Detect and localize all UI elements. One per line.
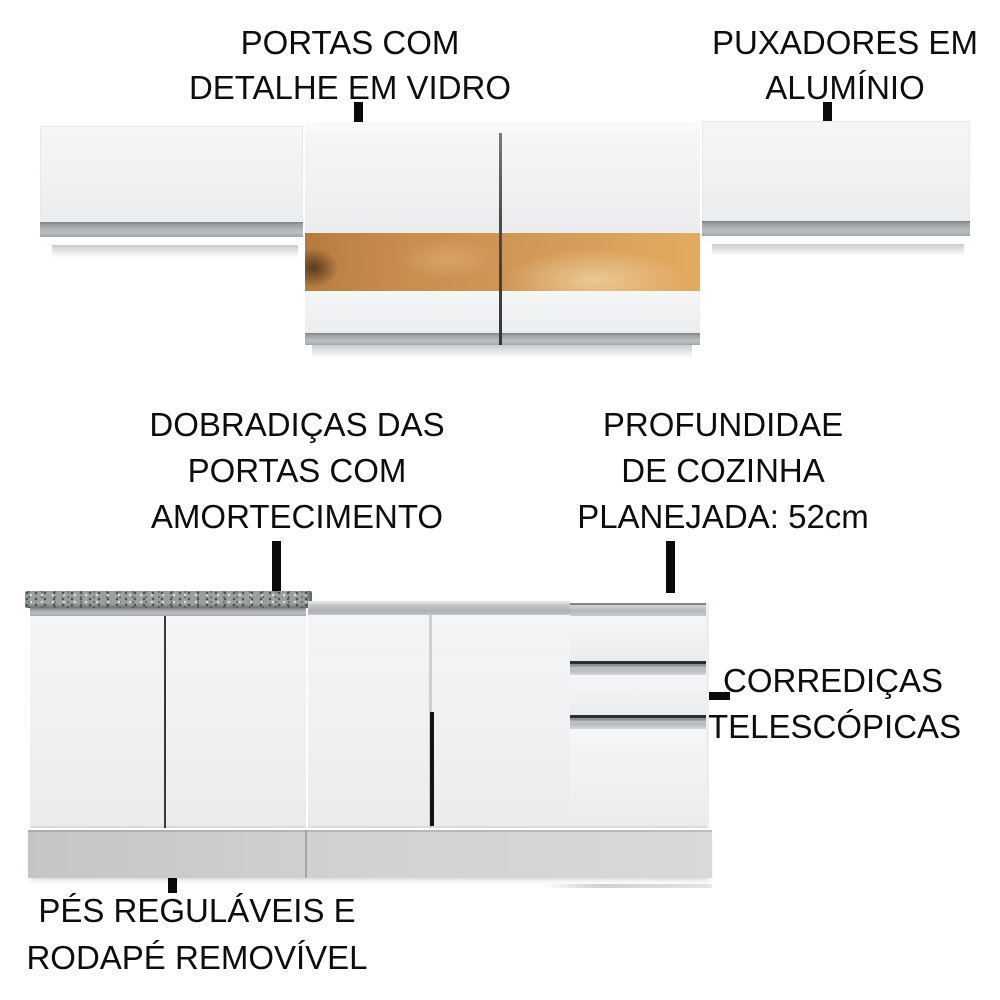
glass-cabinet-door-upper <box>305 133 700 233</box>
cabinet-top-rail <box>308 601 570 615</box>
label-line: PROFUNDIDAE <box>602 406 844 443</box>
wall-cabinet-glass <box>305 122 700 345</box>
base-left-door-2 <box>166 616 306 828</box>
cabinet-bottom-edge <box>705 236 968 244</box>
wall-cabinet-right <box>702 121 970 244</box>
label-adjustable-feet: PÉS REGULÁVEIS E RODAPÉ REMOVÍVEL <box>3 887 391 981</box>
label-kitchen-depth: PROFUNDIDAE DE COZINHA PLANEJADA: 52cm <box>523 402 923 540</box>
cabinet-top-rail <box>570 603 706 616</box>
glass-detail-band <box>305 233 700 291</box>
leader-line-depth <box>666 541 675 593</box>
drawer-handle-1 <box>570 661 706 675</box>
cabinet-shadow <box>52 245 298 258</box>
label-line: PORTAS COM <box>187 452 407 489</box>
label-line: PORTAS COM <box>240 24 460 61</box>
label-line: ALUMÍNIO <box>765 69 925 106</box>
countertop-edge-rail <box>30 608 306 616</box>
vertical-door-handle <box>430 712 434 826</box>
label-telescopic-slides: CORREDIÇAS TELESCÓPICAS <box>708 658 962 750</box>
base-middle-door-2 <box>432 615 570 828</box>
wall-cabinet-right-door <box>702 121 970 222</box>
floor-shadow <box>540 884 712 888</box>
label-aluminum-handles: PUXADORES EM ALUMÍNIO <box>645 20 1000 110</box>
base-left-door-1 <box>30 616 164 828</box>
drawer-unit-door <box>570 729 706 828</box>
base-cabinet-middle <box>308 615 570 828</box>
granite-countertop <box>25 591 312 608</box>
label-soft-close-hinges: DOBRADIÇAS DAS PORTAS COM AMORTECIMENTO <box>97 402 497 540</box>
label-line: PLANEJADA: 52cm <box>577 498 869 535</box>
label-line: AMORTECIMENTO <box>150 498 444 535</box>
aluminum-handle-strip <box>40 222 303 237</box>
wall-cabinet-left-door <box>40 126 303 223</box>
plinth-seam <box>305 830 307 878</box>
wall-cabinet-left <box>40 126 303 245</box>
label-glass-doors: PORTAS COM DETALHE EM VIDRO <box>130 20 570 110</box>
aluminum-handle-strip <box>702 221 970 236</box>
removable-plinth <box>28 830 712 878</box>
label-line: DOBRADIÇAS DAS <box>149 406 445 443</box>
leader-line-hinges <box>272 541 281 628</box>
label-line: DE COZINHA <box>621 452 825 489</box>
drawer-handle-2 <box>570 715 706 729</box>
base-middle-door-1 <box>308 615 429 828</box>
drawer-1 <box>570 616 706 661</box>
label-line: CORREDIÇAS <box>722 662 944 699</box>
cabinet-shadow <box>312 345 692 358</box>
base-cabinet-left <box>30 616 306 828</box>
glass-cabinet-door-lower <box>305 291 700 333</box>
label-line: DETALHE EM VIDRO <box>188 69 512 106</box>
drawer-2 <box>570 675 706 715</box>
drawer-unit <box>570 603 709 828</box>
label-line: PÉS REGULÁVEIS E <box>38 892 356 929</box>
cabinet-bottom-edge <box>43 237 301 245</box>
label-line: TELESCÓPICAS <box>708 708 962 745</box>
door-divider <box>499 133 502 345</box>
aluminum-handle-strip <box>305 333 700 345</box>
label-line: RODAPÉ REMOVÍVEL <box>26 939 368 976</box>
cabinet-shadow <box>712 244 964 256</box>
label-line: PUXADORES EM <box>712 24 978 61</box>
